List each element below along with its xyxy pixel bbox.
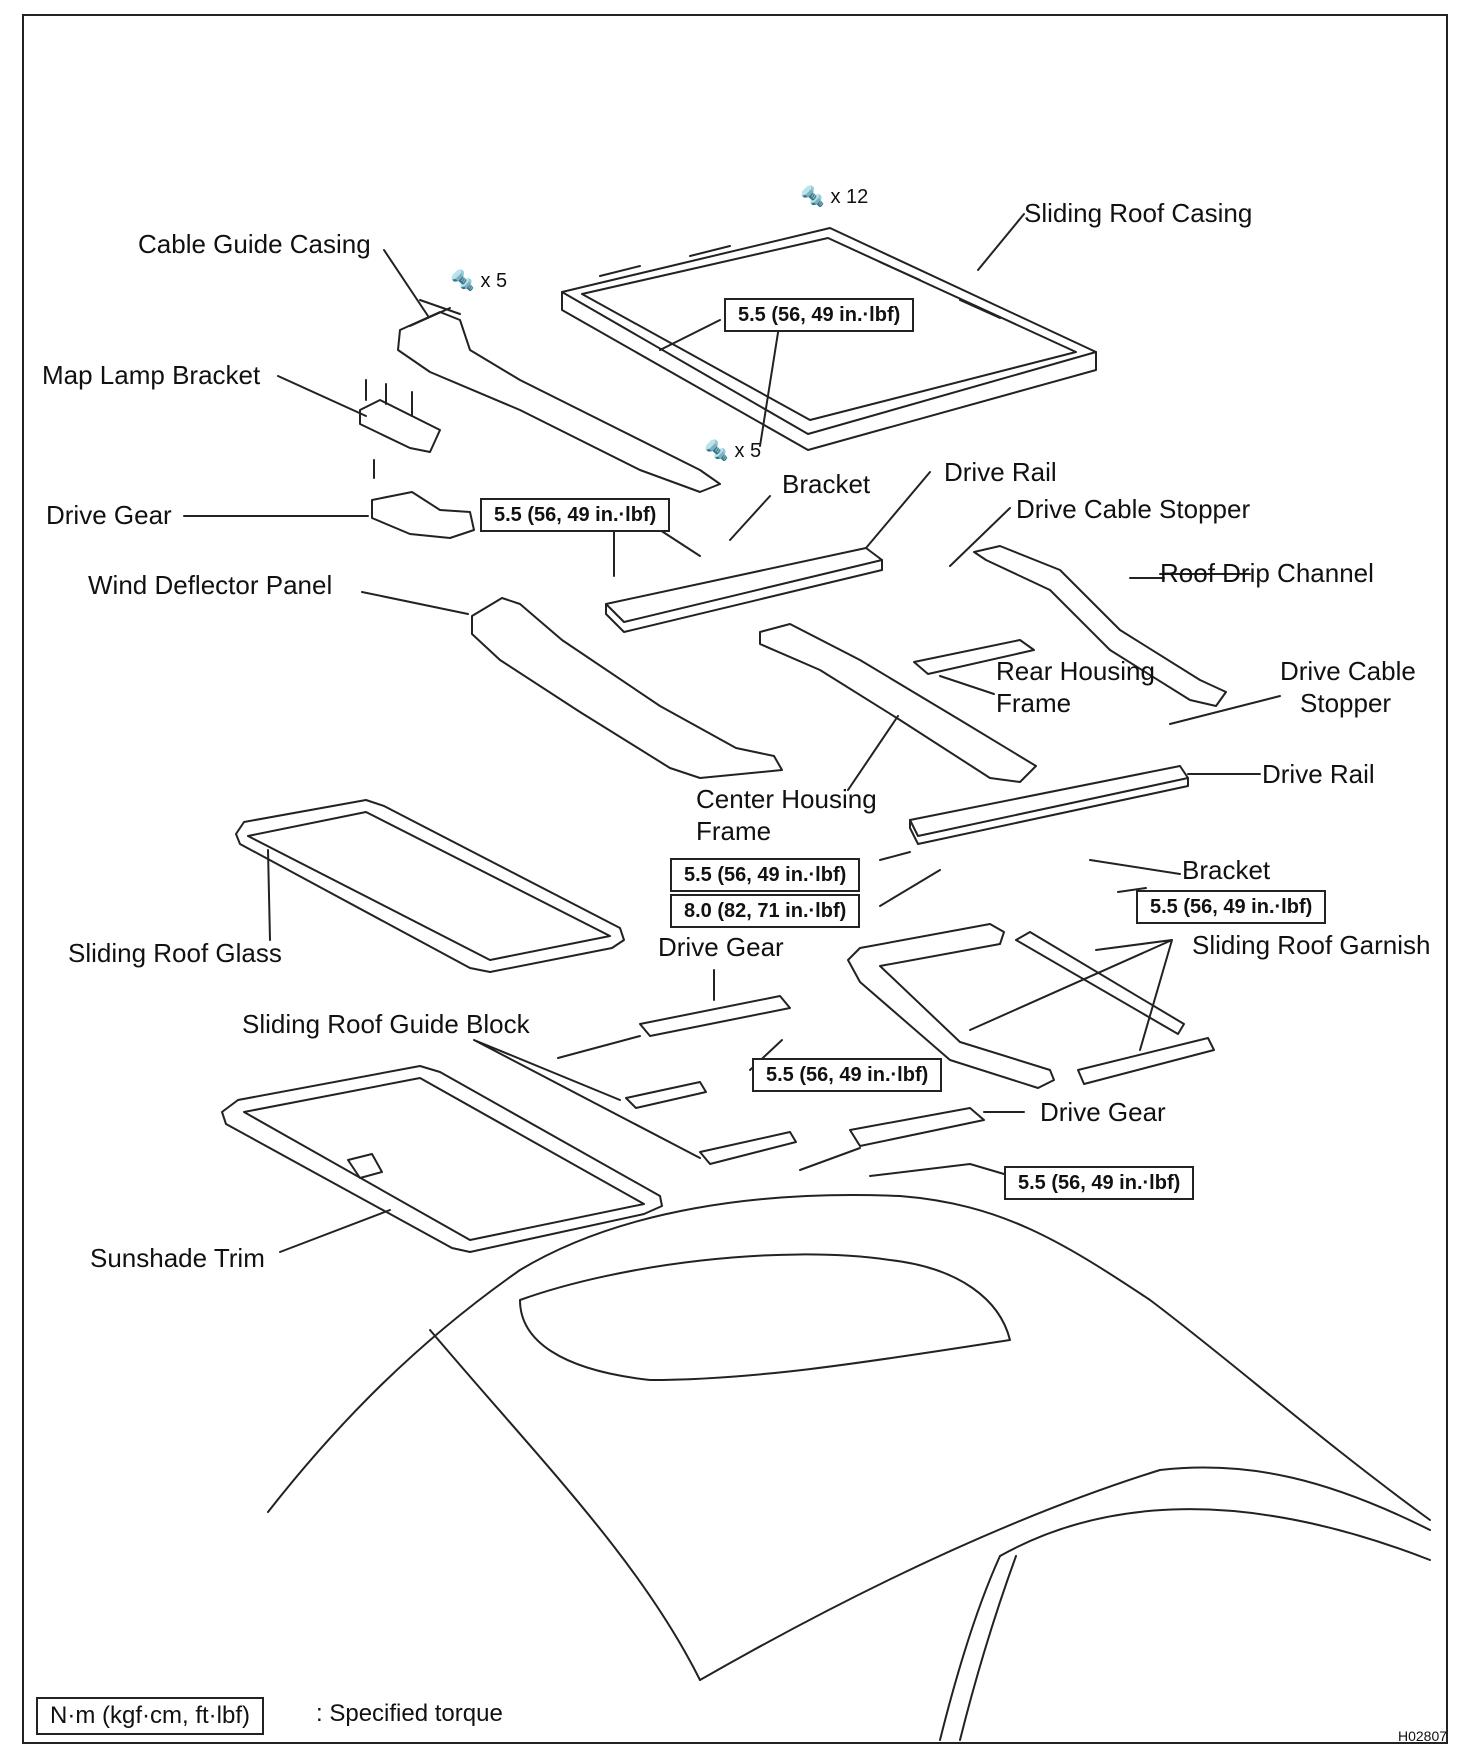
legend-meaning: : Specified torque xyxy=(316,1700,503,1727)
label-drive-gear-3: Drive Gear xyxy=(1040,1097,1166,1127)
legend-unit-box: N·m (kgf·cm, ft·lbf) xyxy=(36,1697,264,1735)
torque-spec-drive-gear-low: 5.5 (56, 49 in.·lbf) xyxy=(1004,1166,1195,1200)
label-sliding-roof-garnish: Sliding Roof Garnish xyxy=(1192,930,1431,960)
torque-spec-rail-left: 5.5 (56, 49 in.·lbf) xyxy=(670,858,861,892)
label-drive-gear-2: Drive Gear xyxy=(658,932,784,962)
label-drive-cable-stopper-2-line-2: Stopper xyxy=(1300,688,1392,718)
qty-text: x 12 xyxy=(830,186,869,208)
drive-rail-left-drawing xyxy=(605,471,931,633)
leader-lines xyxy=(277,213,1281,1177)
drive-rail-right-drawing xyxy=(909,765,1261,845)
label-sliding-roof-casing: Sliding Roof Casing xyxy=(1024,198,1253,228)
label-sliding-roof-glass: Sliding Roof Glass xyxy=(68,938,282,968)
rear-housing-frame-drawing xyxy=(913,639,1035,695)
label-center-housing-frame-line-1: Center Housing xyxy=(696,784,877,814)
map-lamp-bracket-drawing xyxy=(359,379,441,453)
label-map-lamp-bracket: Map Lamp Bracket xyxy=(42,360,261,390)
label-rear-housing-frame-line-2: Frame xyxy=(996,688,1072,718)
label-cable-guide-casing: Cable Guide Casing xyxy=(138,229,371,259)
label-rear-housing-frame-line-1: Rear Housing xyxy=(996,656,1155,686)
label-bracket-2: Bracket xyxy=(1182,855,1271,885)
diagram-frame xyxy=(22,14,1448,1744)
wind-deflector-panel-drawing xyxy=(361,591,783,779)
center-housing-frame-drawing xyxy=(759,623,1037,791)
drive-gear-motor-drawing xyxy=(183,459,475,539)
sliding-roof-glass-drawing xyxy=(235,799,625,973)
bolt-quantity-x12: 🔩 x 12 xyxy=(800,186,868,208)
bolt-quantity-x5-top: 🔩 x 5 xyxy=(450,270,507,292)
label-drive-cable-stopper-2-line-1: Drive Cable xyxy=(1280,656,1416,686)
qty-text: x 5 xyxy=(734,440,762,462)
torque-spec-bracket-left: 5.5 (56, 49 in.·lbf) xyxy=(480,498,671,532)
roof-drip-channel-drawing xyxy=(973,545,1227,707)
figure-code: H02807 xyxy=(1398,1728,1448,1744)
label-roof-drip-channel: Roof Drip Channel xyxy=(1160,558,1374,588)
drive-gear-middle-drawing xyxy=(473,969,797,1165)
bolt-icon: 🔩 xyxy=(800,186,825,208)
label-sunshade-trim: Sunshade Trim xyxy=(90,1243,265,1273)
torque-spec-casing: 5.5 (56, 49 in.·lbf) xyxy=(724,298,915,332)
label-drive-cable-stopper-1: Drive Cable Stopper xyxy=(1016,494,1251,524)
label-drive-gear-1: Drive Gear xyxy=(46,500,172,530)
label-bracket-1: Bracket xyxy=(782,469,871,499)
torque-spec-drive-gear-mid: 5.5 (56, 49 in.·lbf) xyxy=(752,1058,943,1092)
vehicle-roof-drawing xyxy=(267,1193,1431,1741)
label-drive-rail-1: Drive Rail xyxy=(944,457,1057,487)
qty-text: x 5 xyxy=(480,270,508,292)
label-sliding-roof-guide-block: Sliding Roof Guide Block xyxy=(242,1009,530,1039)
torque-spec-bracket-right: 5.5 (56, 49 in.·lbf) xyxy=(1136,890,1327,924)
sunshade-trim-drawing xyxy=(221,1065,663,1253)
bolt-quantity-x5-mid: 🔩 x 5 xyxy=(704,440,761,462)
label-drive-rail-2: Drive Rail xyxy=(1262,759,1375,789)
cable-guide-casing-drawing xyxy=(397,299,721,493)
sliding-roof-casing-drawing xyxy=(561,227,1097,451)
label-wind-deflector-panel: Wind Deflector Panel xyxy=(88,570,333,600)
drive-gear-lower-drawing xyxy=(799,1107,1025,1171)
sliding-roof-garnish-drawing xyxy=(847,923,1215,1089)
torque-spec-rail-heavy: 8.0 (82, 71 in.·lbf) xyxy=(670,894,861,928)
bolt-icon: 🔩 xyxy=(450,270,475,292)
bolt-icon: 🔩 xyxy=(704,440,729,462)
label-center-housing-frame-line-2: Frame xyxy=(696,816,772,846)
